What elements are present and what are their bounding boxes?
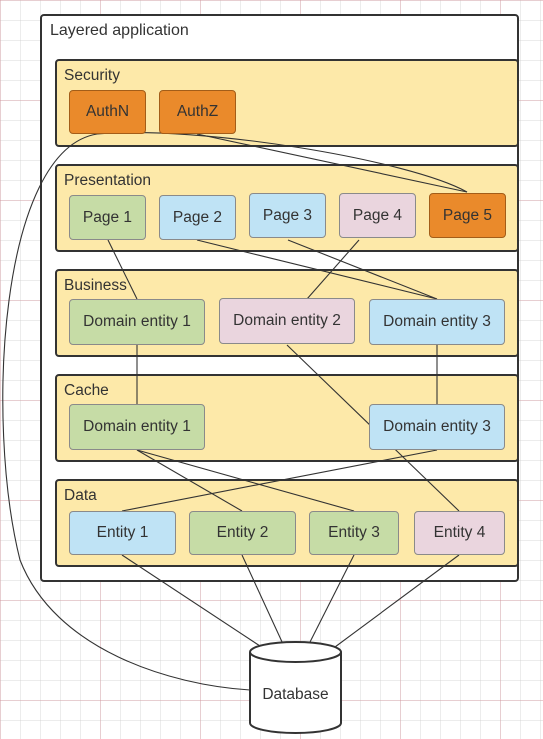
node-cache-domain-entity-3[interactable]: Domain entity 3	[369, 404, 505, 450]
database-label: Database	[262, 686, 329, 703]
node-entity-3[interactable]: Entity 3	[309, 511, 399, 555]
layer-cache-title: Cache	[64, 382, 109, 399]
node-authn[interactable]: AuthN	[69, 90, 146, 134]
layer-data-title: Data	[64, 487, 97, 504]
node-business-domain-entity-3[interactable]: Domain entity 3	[369, 299, 505, 345]
node-business-domain-entity-1[interactable]: Domain entity 1	[69, 299, 205, 345]
node-page2[interactable]: Page 2	[159, 195, 236, 240]
node-page3[interactable]: Page 3	[249, 193, 326, 238]
node-business-domain-entity-2[interactable]: Domain entity 2	[219, 298, 355, 344]
node-entity-4[interactable]: Entity 4	[414, 511, 505, 555]
layer-business-title: Business	[64, 277, 127, 294]
node-page4[interactable]: Page 4	[339, 193, 416, 238]
layer-security-title: Security	[64, 67, 120, 84]
node-entity-2[interactable]: Entity 2	[189, 511, 296, 555]
layer-presentation-title: Presentation	[64, 172, 152, 189]
node-page5[interactable]: Page 5	[429, 193, 506, 238]
node-authz[interactable]: AuthZ	[159, 90, 236, 134]
node-page1[interactable]: Page 1	[69, 195, 146, 240]
node-cache-domain-entity-1[interactable]: Domain entity 1	[69, 404, 205, 450]
database-cylinder-icon[interactable]	[248, 640, 343, 736]
node-entity-1[interactable]: Entity 1	[69, 511, 176, 555]
outer-title: Layered application	[50, 22, 189, 39]
